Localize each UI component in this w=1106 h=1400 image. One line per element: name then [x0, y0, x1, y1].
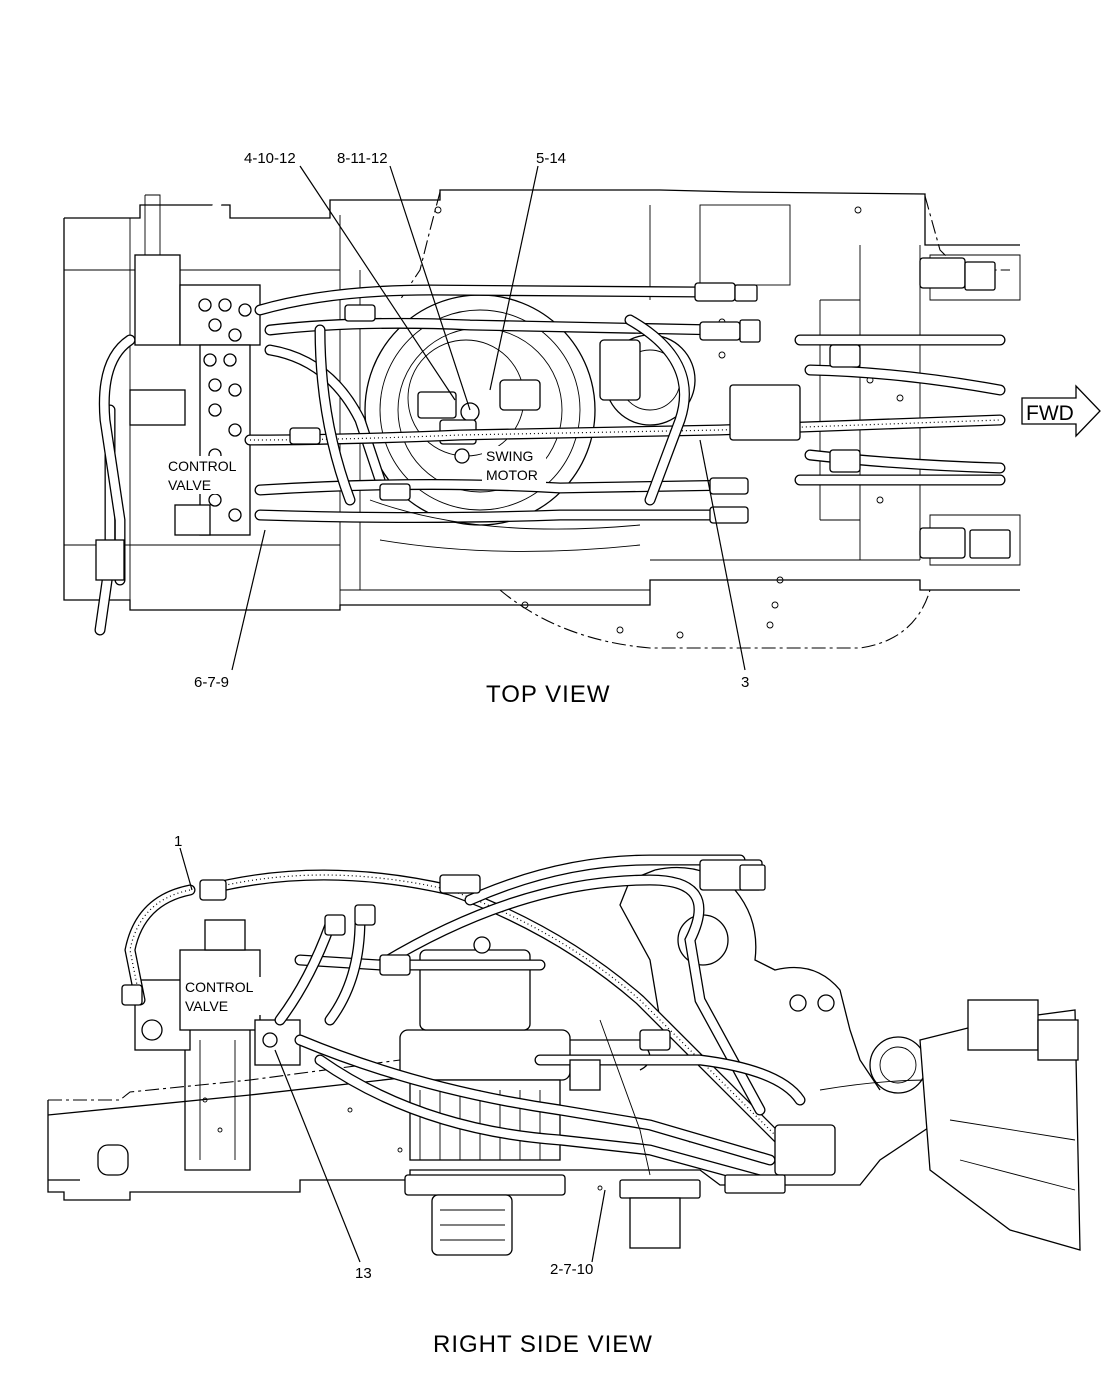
top-view-fittings — [95, 257, 1011, 581]
top-control-valve-line-2: VALVE — [168, 477, 211, 493]
swing-motor-line-1: SWING — [486, 448, 533, 464]
top-control-valve-line-1: CONTROL — [168, 458, 237, 474]
top-view: FWD CONTROL VALVE SWING MOTOR 4-10-12 8-… — [63, 150, 1101, 708]
callout-8-11-12: 8-11-12 — [337, 150, 388, 167]
top-control-valve-label: CONTROL VALVE — [164, 456, 242, 494]
top-view-hoses — [244, 284, 1006, 552]
callout-4-10-12: 4-10-12 — [244, 150, 296, 167]
fwd-arrow-label: FWD — [1026, 402, 1074, 425]
callout-5-14: 5-14 — [536, 150, 566, 167]
side-control-valve-line-1: CONTROL — [185, 979, 254, 995]
callout-1: 1 — [174, 833, 182, 850]
side-view-hoses — [124, 854, 931, 1186]
side-right-assembly — [699, 859, 1081, 1251]
side-view-title: RIGHT SIDE VIEW — [433, 1331, 653, 1358]
side-swing-drive — [399, 936, 701, 1256]
fwd-arrow: FWD — [1021, 384, 1101, 438]
side-view-fittings — [121, 874, 671, 1091]
swing-motor-line-2: MOTOR — [486, 467, 538, 483]
side-control-valve-line-2: VALVE — [185, 998, 228, 1014]
side-callouts: 1 13 2-7-10 — [174, 833, 606, 1282]
top-view-title: TOP VIEW — [486, 681, 610, 708]
swing-motor-label: SWING MOTOR — [482, 446, 546, 484]
left-drop-hose — [94, 334, 136, 636]
callout-2-7-10: 2-7-10 — [550, 1261, 593, 1278]
callout-6-7-9: 6-7-9 — [194, 674, 229, 691]
side-view: CONTROL VALVE 1 13 2-7-10 RIGHT SIDE VIE… — [47, 833, 1081, 1358]
swivel-manifold — [599, 334, 696, 426]
callout-13: 13 — [355, 1265, 372, 1282]
control-valve — [129, 175, 261, 536]
side-control-valve-label: CONTROL VALVE — [181, 977, 261, 1015]
callout-3: 3 — [741, 674, 749, 691]
top-callouts: 4-10-12 8-11-12 5-14 6-7-9 3 — [194, 150, 749, 691]
